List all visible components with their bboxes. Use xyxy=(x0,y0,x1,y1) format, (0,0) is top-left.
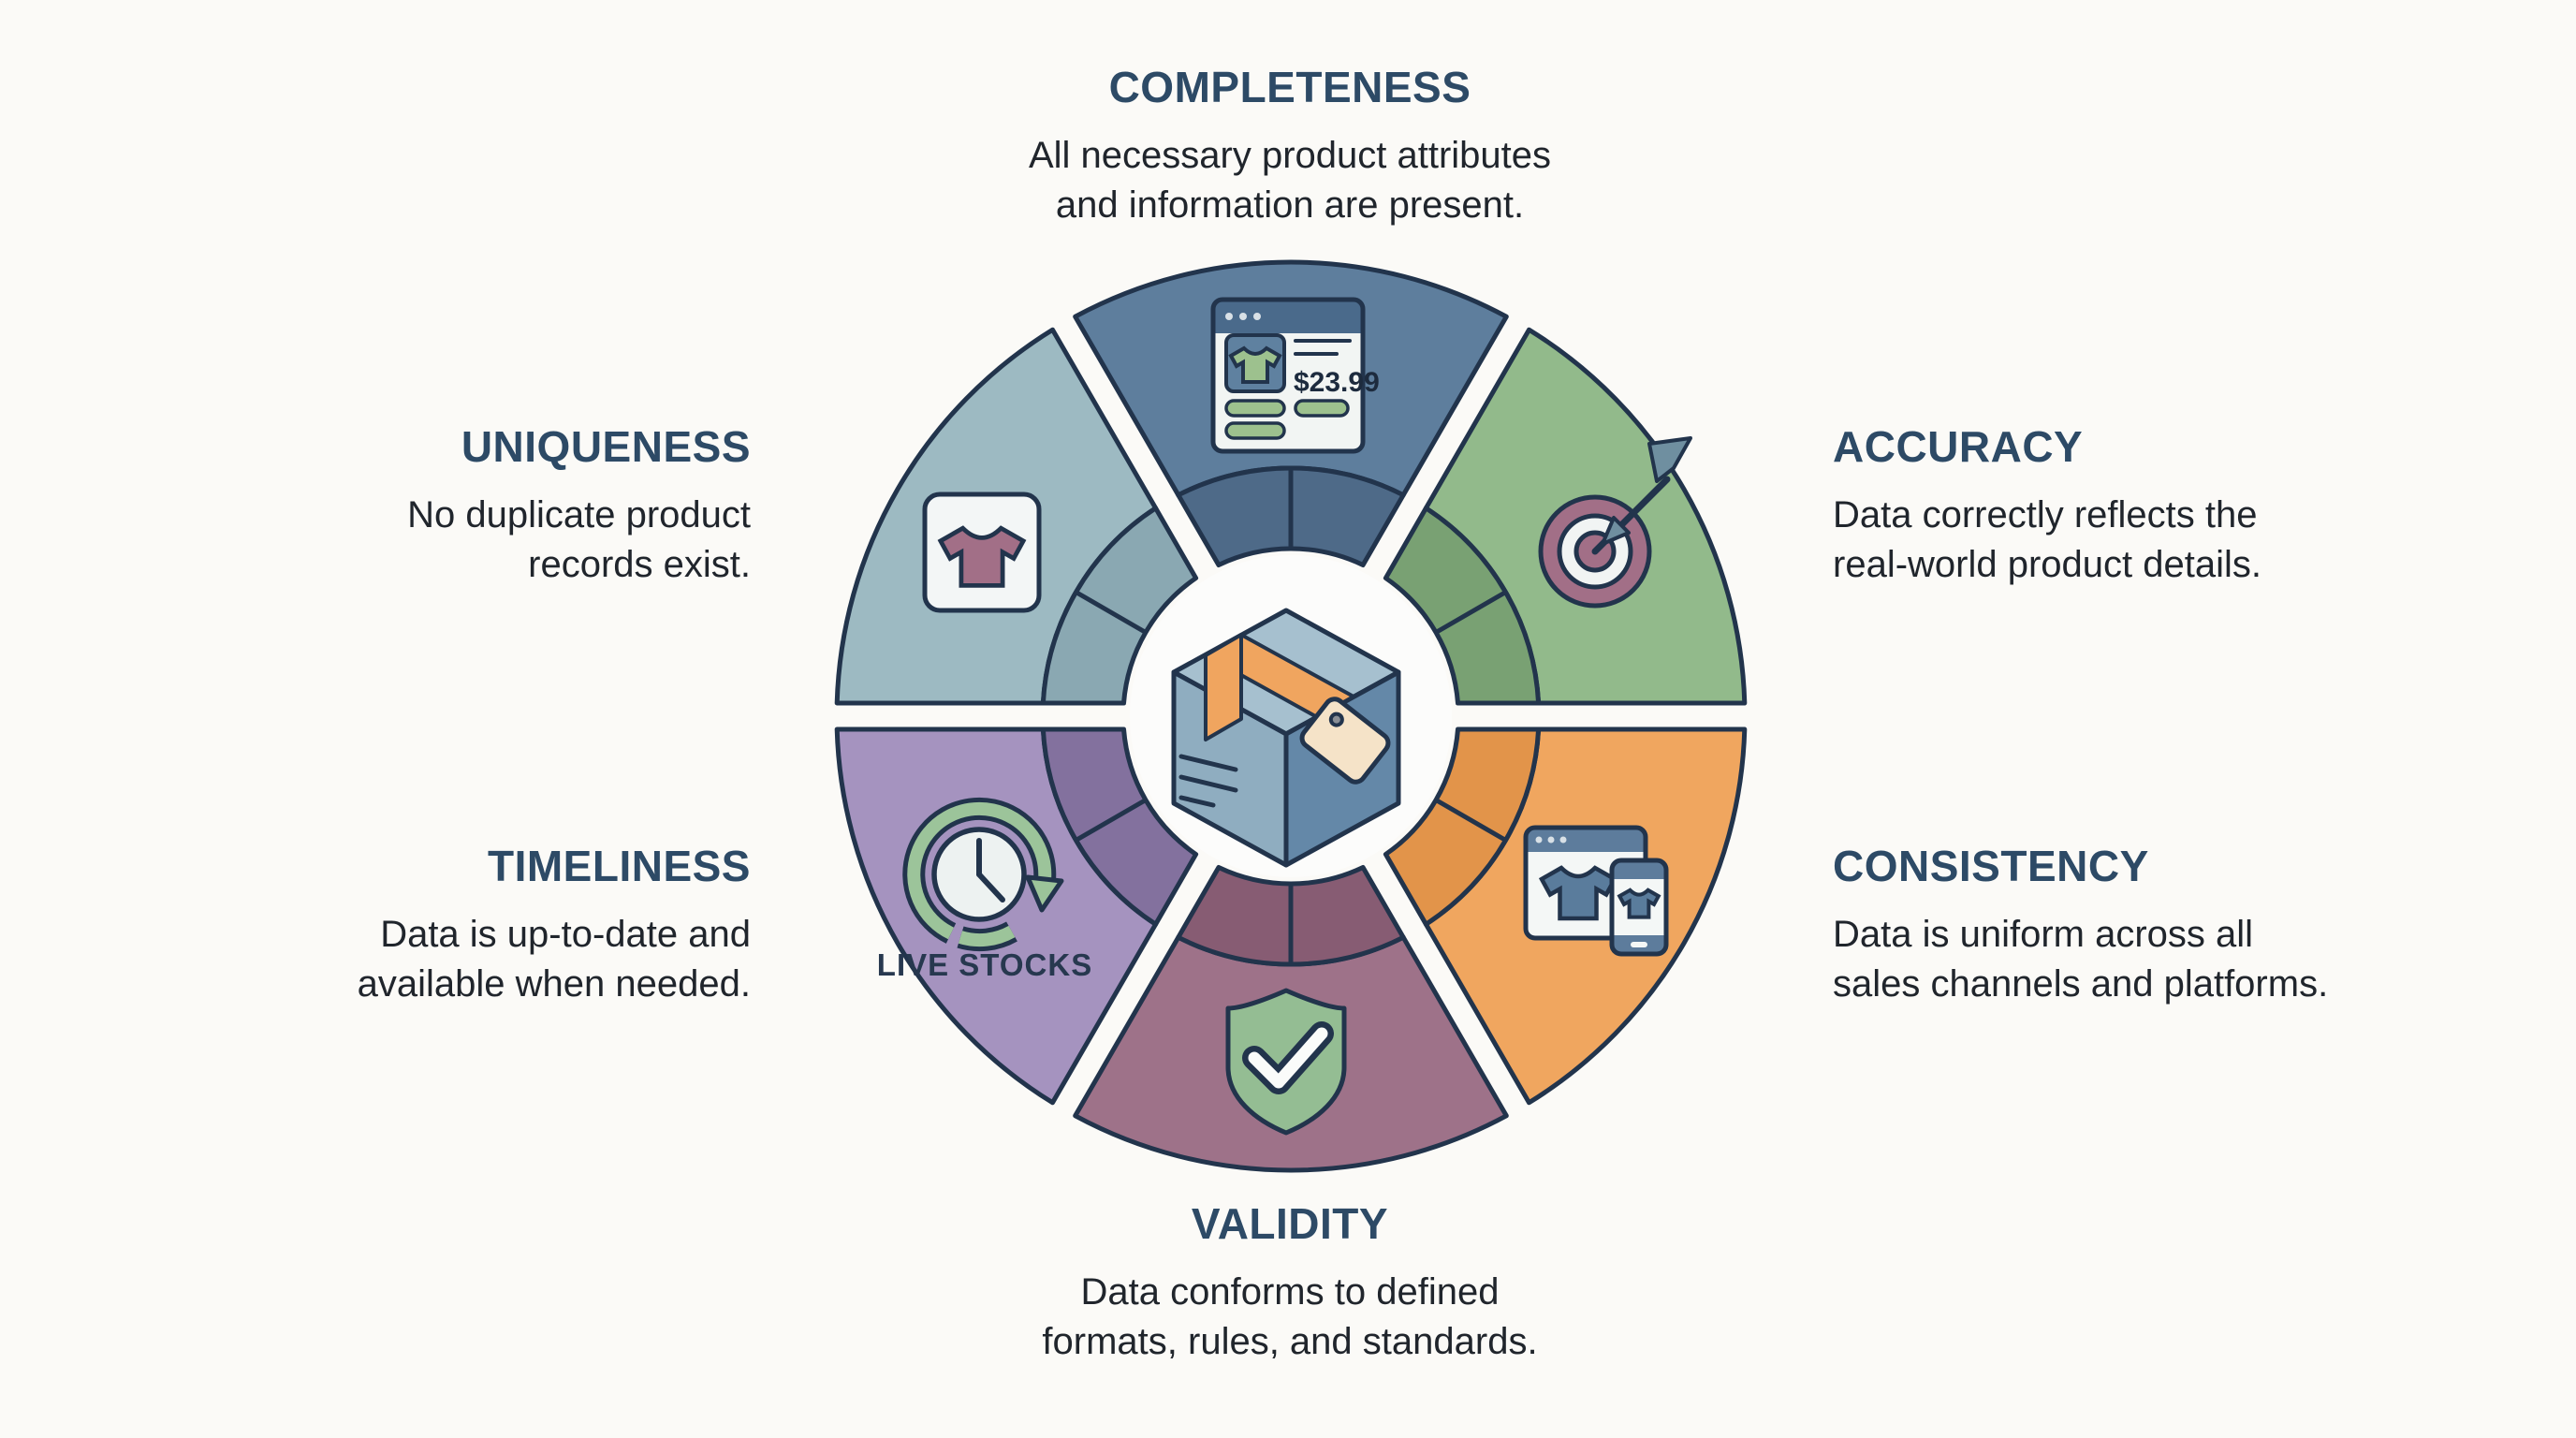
heading-accuracy: ACCURACY xyxy=(1833,422,2084,471)
segment-consistency-inner-band xyxy=(1383,726,1542,927)
arrow-fletching xyxy=(1647,436,1692,483)
phone-home-pill xyxy=(1631,942,1647,947)
segment-uniqueness-inner-band xyxy=(1040,506,1199,706)
desc-line: records exist. xyxy=(528,544,751,585)
multi-device-icon xyxy=(1523,825,1669,957)
desc-line: and information are present. xyxy=(1055,184,1525,226)
label-completeness: COMPLETENESS All necessary product attri… xyxy=(915,62,1664,230)
price-text: $23.99 xyxy=(1294,367,1380,398)
desc-line: Data conforms to defined xyxy=(1080,1271,1500,1313)
label-timeliness: TIMELINESS Data is up-to-date and availa… xyxy=(309,841,751,1009)
segment-consistency-tick xyxy=(1436,799,1506,842)
price-tag-icon xyxy=(1299,697,1391,785)
desc-line: sales channels and platforms. xyxy=(1833,963,2329,1005)
ui-bar xyxy=(1294,399,1350,418)
product-page-icon: $23.99 xyxy=(1210,297,1380,454)
browser-dot xyxy=(1239,313,1247,320)
browser-dot xyxy=(1253,313,1261,320)
desc-line: Data is uniform across all xyxy=(1833,914,2254,955)
phone-icon xyxy=(1609,858,1669,957)
arrow-head xyxy=(1601,516,1631,546)
browser-dot xyxy=(1547,836,1555,844)
browser-dot xyxy=(1559,836,1567,844)
tape-flap xyxy=(1204,633,1243,741)
desc-line: formats, rules, and standards. xyxy=(1042,1321,1538,1362)
package-box-icon xyxy=(1171,608,1401,868)
clock-hand-hour xyxy=(976,872,1005,902)
ui-bar xyxy=(1224,399,1286,418)
heading-uniqueness: UNIQUENESS xyxy=(461,422,751,471)
clock-refresh-icon: LIVE STOCKS xyxy=(877,797,1092,982)
heading-consistency: CONSISTENCY xyxy=(1833,842,2149,890)
heading-completeness: COMPLETENESS xyxy=(1108,63,1471,111)
heading-timeliness: TIMELINESS xyxy=(487,842,751,890)
segment-timeliness-tick xyxy=(1076,799,1146,842)
label-consistency: CONSISTENCY Data is uniform across all s… xyxy=(1833,841,2451,1009)
label-uniqueness: UNIQUENESS No duplicate product records … xyxy=(309,421,751,590)
label-validity: VALIDITY Data conforms to defined format… xyxy=(1009,1198,1571,1367)
ui-bar xyxy=(1224,421,1286,440)
shield-check-icon xyxy=(1225,988,1347,1136)
desc-line: real-world product details. xyxy=(1833,544,2261,585)
desc-line: No duplicate product xyxy=(407,494,751,536)
desc-line: Data is up-to-date and xyxy=(380,914,751,955)
segment-accuracy-inner-band xyxy=(1383,506,1542,706)
desc-line: Data correctly reflects the xyxy=(1833,494,2258,536)
desc-line: available when needed. xyxy=(357,963,751,1005)
refresh-arrowhead xyxy=(1025,874,1064,913)
desc-line: All necessary product attributes xyxy=(1028,135,1552,176)
target-arrow-icon xyxy=(1538,436,1692,609)
browser-dot xyxy=(1225,313,1233,320)
tshirt-card-icon xyxy=(922,492,1042,613)
segment-accuracy-tick xyxy=(1436,591,1506,634)
live-stocks-caption: LIVE STOCKS xyxy=(877,947,1092,982)
heading-validity: VALIDITY xyxy=(1191,1199,1389,1248)
label-accuracy: ACCURACY Data correctly reflects the rea… xyxy=(1833,421,2432,590)
browser-dot xyxy=(1535,836,1543,844)
segment-timeliness-inner-band xyxy=(1040,726,1199,927)
segment-uniqueness-tick xyxy=(1076,591,1146,634)
